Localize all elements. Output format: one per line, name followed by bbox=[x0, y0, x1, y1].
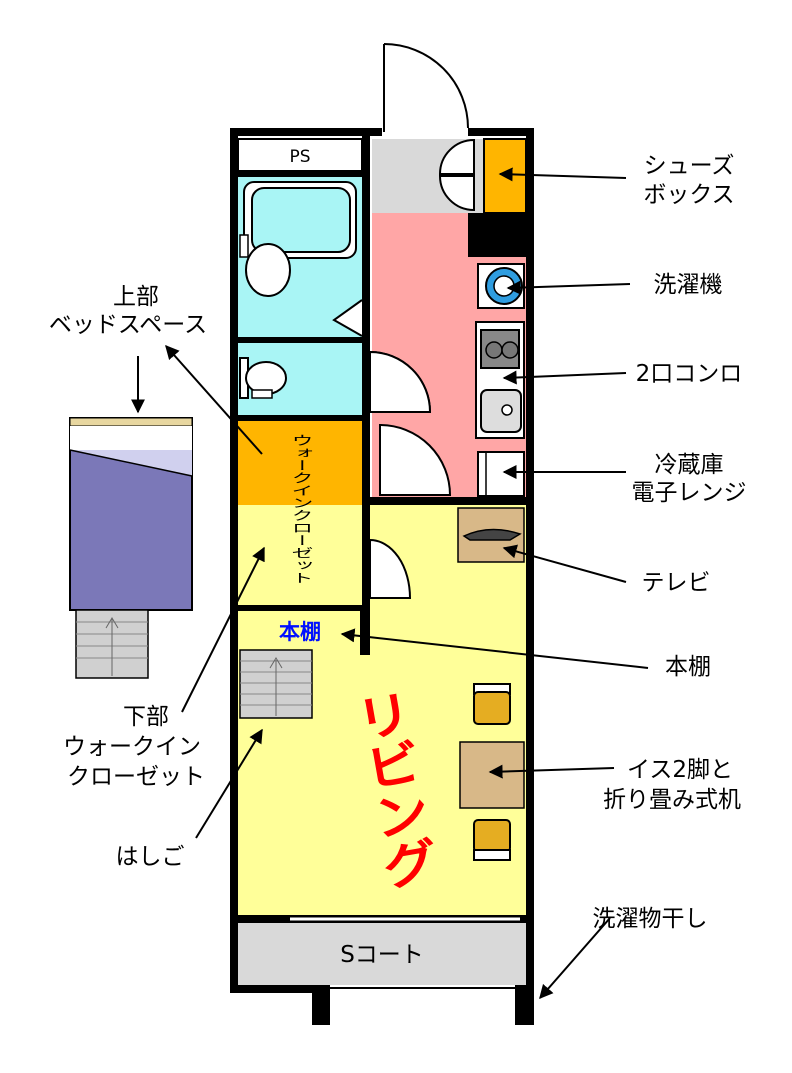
shoe-box-label-1: シューズ bbox=[644, 153, 735, 179]
tv-icon bbox=[457, 507, 525, 563]
leader-lines bbox=[131, 167, 649, 1000]
fridge-label-2: 電子レンジ bbox=[632, 480, 747, 506]
chair-bottom-icon bbox=[473, 819, 511, 861]
upper-bed-label-2: ベッドスペース bbox=[49, 312, 207, 338]
kitchen-lower-door bbox=[379, 423, 452, 496]
chairs-desk-label-2: 折り畳み式机 bbox=[603, 787, 741, 813]
toilet-icon bbox=[239, 357, 287, 399]
bookshelf-annotation: 本棚 bbox=[665, 654, 711, 680]
toilet-door bbox=[369, 350, 432, 413]
upper-bed-label-1: 上部 bbox=[113, 284, 159, 310]
ladder-label: はしご bbox=[116, 844, 185, 870]
chair-top-icon bbox=[473, 683, 511, 725]
s-court-floor bbox=[238, 923, 526, 985]
stove-label: 2口コンロ bbox=[636, 361, 743, 387]
washing-machine-label: 洗濯機 bbox=[654, 272, 723, 298]
washbasin-icon bbox=[239, 234, 291, 297]
ladder-plan bbox=[239, 649, 313, 719]
shoe-box bbox=[483, 138, 527, 214]
ps-label: PS bbox=[289, 147, 310, 167]
lower-closet-label-3: クローゼット bbox=[67, 764, 205, 790]
laundry-drying-label: 洗濯物干し bbox=[593, 906, 708, 932]
lower-closet-label-2: ウォークイン bbox=[63, 734, 201, 760]
fridge-label-1: 冷蔵庫 bbox=[655, 452, 724, 478]
chairs-desk-label-1: イス2脚と bbox=[627, 757, 733, 783]
fridge-icon bbox=[477, 451, 525, 497]
tv-label: テレビ bbox=[642, 570, 711, 596]
folding-desk bbox=[459, 741, 525, 809]
shoe-box-doors bbox=[438, 138, 475, 212]
loft-bed bbox=[69, 417, 193, 611]
loft-ladder bbox=[75, 609, 149, 679]
entrance-door bbox=[382, 43, 469, 136]
bathtub bbox=[243, 181, 357, 259]
lower-closet-label-1: 下部 bbox=[123, 704, 169, 730]
black-block bbox=[468, 213, 526, 257]
walk-in-closet-label: ウォークインクローゼット bbox=[288, 434, 313, 584]
shoe-box-label-2: ボックス bbox=[643, 182, 734, 208]
washing-machine-icon bbox=[477, 263, 525, 309]
closet-door bbox=[369, 538, 412, 599]
stove-icon bbox=[475, 321, 525, 439]
bookshelf-label: 本棚 bbox=[279, 620, 321, 644]
s-court-label: Sコート bbox=[340, 942, 424, 968]
bath-door bbox=[332, 299, 363, 337]
